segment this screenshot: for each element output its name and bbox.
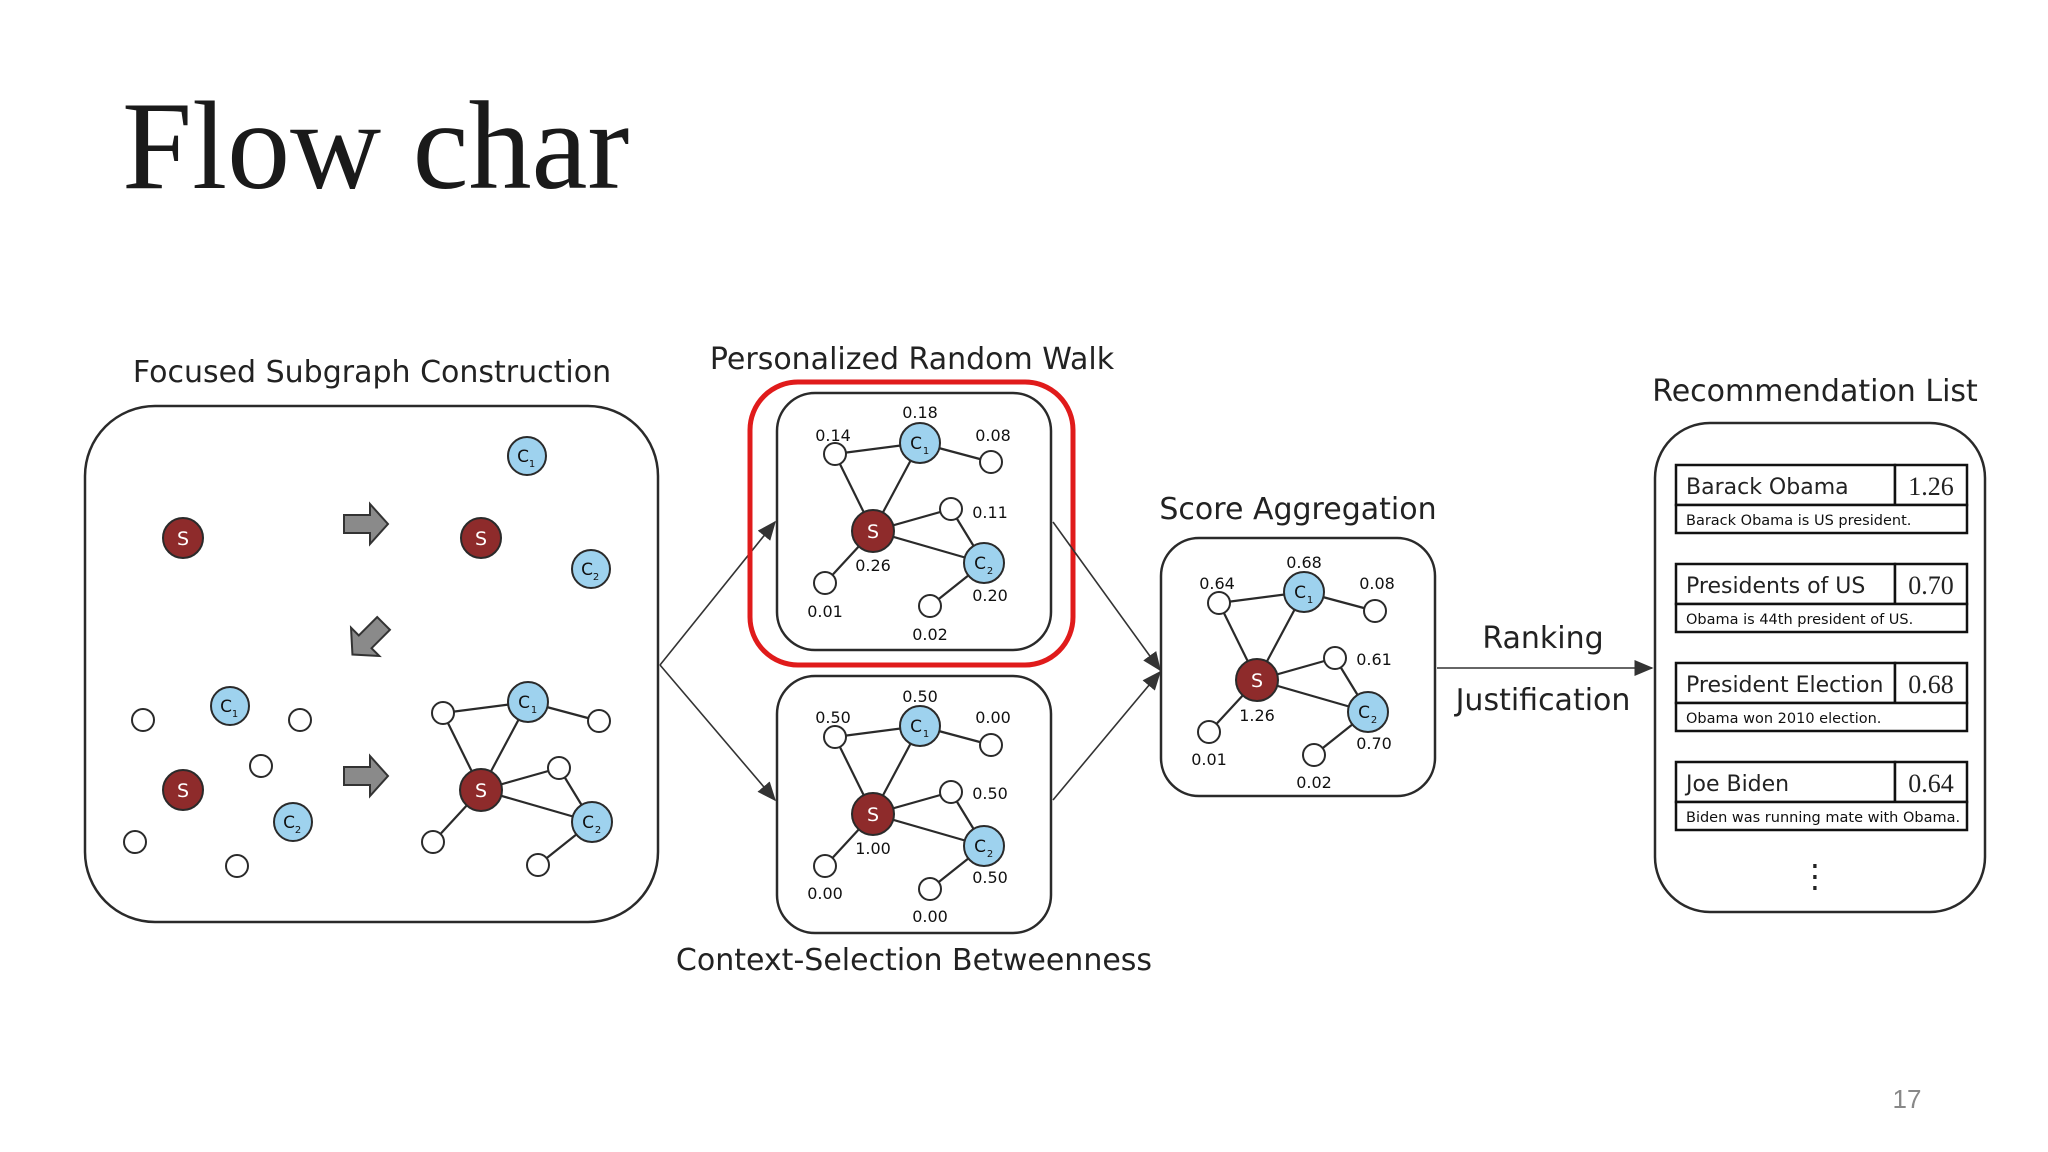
item-title: President Election bbox=[1686, 673, 1883, 698]
more-items-indicator: ⋮ bbox=[1799, 857, 1831, 895]
item-justification: Barack Obama is US president. bbox=[1686, 513, 1911, 529]
slide-title: Flow char bbox=[122, 77, 630, 216]
agg-score-c1: 0.68 bbox=[1286, 553, 1322, 572]
neighbor-node bbox=[249, 754, 273, 778]
rw-score-right: 0.08 bbox=[975, 426, 1011, 445]
betweenness-label: Context-Selection Betweenness bbox=[676, 943, 1152, 978]
connector-arrow bbox=[659, 520, 777, 666]
cb-score-left: 0.50 bbox=[815, 708, 851, 727]
cb-score-mid: 0.50 bbox=[972, 784, 1008, 803]
seed-node bbox=[162, 517, 204, 559]
item-justification-box bbox=[1674, 602, 1969, 634]
agg-score-mid: 0.61 bbox=[1356, 650, 1392, 669]
item-justification-box bbox=[1674, 701, 1969, 733]
candidate-node-c2 bbox=[571, 549, 611, 589]
item-title: Barack Obama bbox=[1686, 475, 1849, 500]
agg-score-right: 0.08 bbox=[1359, 574, 1395, 593]
item-title: Joe Biden bbox=[1684, 772, 1789, 797]
item-score: 0.70 bbox=[1908, 571, 1954, 600]
rw-score-bottom: 0.02 bbox=[912, 625, 948, 644]
rw-score-mid: 0.11 bbox=[972, 503, 1008, 522]
candidate-node-c1 bbox=[210, 686, 250, 726]
item-title: Presidents of US bbox=[1686, 574, 1865, 599]
item-score: 0.64 bbox=[1908, 769, 1954, 798]
arrow-down-left-icon bbox=[349, 615, 392, 658]
item-justification: Obama is 44th president of US. bbox=[1686, 612, 1913, 628]
neighbor-node bbox=[225, 854, 249, 878]
recommendation-label: Recommendation List bbox=[1652, 374, 1978, 409]
candidate-node-c2 bbox=[273, 802, 313, 842]
rw-score-bottom-left: 0.01 bbox=[807, 602, 843, 621]
agg-score-seed: 1.26 bbox=[1239, 706, 1275, 725]
seed-node bbox=[162, 769, 204, 811]
rw-score-c1: 0.18 bbox=[902, 403, 938, 422]
cb-score-seed: 1.00 bbox=[855, 839, 891, 858]
neighbor-node bbox=[131, 708, 155, 732]
item-score: 1.26 bbox=[1908, 472, 1954, 501]
item-justification: Biden was running mate with Obama. bbox=[1686, 810, 1960, 826]
justification-label: Justification bbox=[1454, 683, 1631, 718]
random-walk-label: Personalized Random Walk bbox=[710, 342, 1115, 377]
aggregation-label: Score Aggregation bbox=[1159, 492, 1436, 527]
rw-score-c2: 0.20 bbox=[972, 586, 1008, 605]
rw-score-seed: 0.26 bbox=[855, 556, 891, 575]
cb-score-c1: 0.50 bbox=[902, 687, 938, 706]
item-title-box bbox=[1674, 760, 1897, 804]
seed-node bbox=[460, 517, 502, 559]
connector-arrow bbox=[659, 664, 777, 802]
item-title-box bbox=[1674, 661, 1897, 705]
cb-score-right: 0.00 bbox=[975, 708, 1011, 727]
focused-subgraph-panel bbox=[83, 404, 660, 924]
item-justification: Obama won 2010 election. bbox=[1686, 711, 1881, 727]
item-justification-box bbox=[1674, 800, 1969, 832]
cb-score-bottom-left: 0.00 bbox=[807, 884, 843, 903]
random-walk-highlight bbox=[747, 379, 1076, 668]
candidate-node-c1 bbox=[507, 436, 547, 476]
neighbor-node bbox=[288, 708, 312, 732]
agg-score-c2: 0.70 bbox=[1356, 734, 1392, 753]
connector-arrow bbox=[1052, 521, 1161, 672]
connector-arrow bbox=[1052, 670, 1162, 801]
ranking-label: Ranking bbox=[1482, 621, 1603, 656]
focused-subgraph-label: Focused Subgraph Construction bbox=[133, 355, 611, 390]
cb-score-bottom: 0.00 bbox=[912, 907, 948, 926]
item-score: 0.68 bbox=[1908, 670, 1954, 699]
item-justification-box bbox=[1674, 503, 1969, 535]
cb-score-c2: 0.50 bbox=[972, 868, 1008, 887]
agg-score-left: 0.64 bbox=[1199, 574, 1235, 593]
page-number: 17 bbox=[1893, 1084, 1922, 1114]
neighbor-node bbox=[123, 830, 147, 854]
agg-score-bottom-left: 0.01 bbox=[1191, 750, 1227, 769]
rw-score-left: 0.14 bbox=[815, 426, 851, 445]
agg-score-bottom: 0.02 bbox=[1296, 773, 1332, 792]
